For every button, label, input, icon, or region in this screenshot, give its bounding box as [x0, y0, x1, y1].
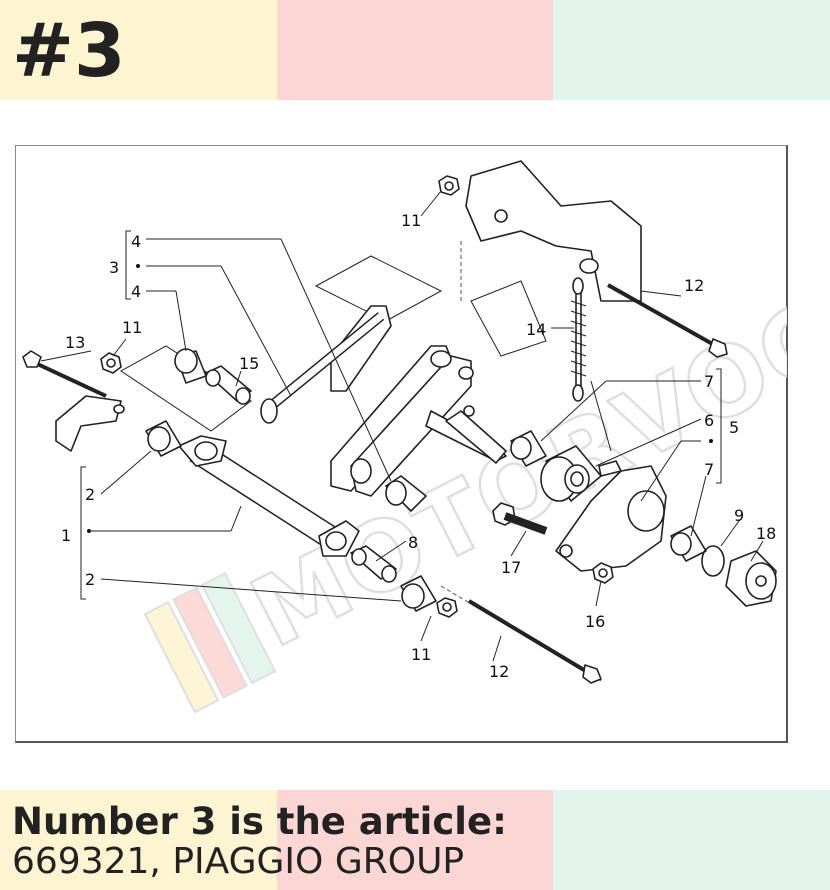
- callout-7-lower: 7: [704, 460, 714, 479]
- callout-18: 18: [756, 524, 776, 543]
- leader-lines: [40, 190, 764, 662]
- bearing-2-lower: [400, 575, 437, 612]
- exploded-parts-diagram: MOTORVOGIA: [15, 145, 788, 743]
- callout-17: 17: [501, 558, 521, 577]
- pin-8: [350, 545, 397, 583]
- header-color-band: [0, 0, 830, 100]
- bolt-13: [22, 350, 107, 398]
- callout-15: 15: [239, 354, 259, 373]
- callout-9: 9: [734, 506, 744, 525]
- band-segment-pink: [276, 0, 554, 100]
- nut-11-top: [438, 175, 460, 196]
- callout-16: 16: [585, 612, 605, 631]
- bracket-plate-left: [55, 395, 125, 452]
- caption-article-number: 669321, PIAGGIO GROUP: [12, 841, 465, 882]
- callout-12-lower: 12: [489, 662, 509, 681]
- main-arm-1: [178, 435, 360, 557]
- bearing-2-left: [145, 420, 182, 457]
- bolt-12-lower: [467, 599, 602, 684]
- bearing-4-left: [174, 348, 207, 384]
- spring-14: [570, 277, 587, 402]
- callout-2-lower: 2: [85, 570, 95, 589]
- bush-4-center: [385, 475, 427, 512]
- link-plates: [260, 305, 507, 497]
- band-segment-yellow-bottom: [0, 790, 277, 890]
- diagram-drawing: MOTORVOGIA: [22, 160, 787, 714]
- cap-18: [725, 550, 777, 607]
- pin-15: [205, 365, 252, 405]
- callout-1: 1: [61, 526, 71, 545]
- callout-11-lower: 11: [411, 645, 431, 664]
- callout-2-upper: 2: [85, 485, 95, 504]
- bolt-17: [492, 502, 548, 535]
- band-segment-pink-bottom: [276, 790, 554, 890]
- band-segment-mint: [553, 0, 830, 100]
- frame-bracket: [465, 160, 642, 302]
- bearing-6: [540, 445, 602, 502]
- caption-color-band: [0, 790, 830, 890]
- callout-6: 6: [704, 411, 714, 430]
- housing-bracket: [555, 460, 667, 572]
- callout-13: 13: [65, 333, 85, 352]
- circlip-9: [701, 545, 725, 577]
- callout-7-top: 7: [704, 372, 714, 391]
- bolt-12-top: [607, 283, 728, 358]
- item-number-heading: #3: [12, 8, 126, 94]
- band-segment-mint-bottom: [553, 790, 830, 890]
- callout-12-top: 12: [684, 276, 704, 295]
- nut-16: [592, 562, 614, 584]
- nut-11-lower: [436, 597, 458, 618]
- caption-title: Number 3 is the article:: [12, 800, 507, 843]
- callout-4-mid: 4: [131, 282, 141, 301]
- callout-4-top: 4: [131, 232, 141, 251]
- callout-3: 3: [109, 258, 119, 277]
- callout-8: 8: [408, 533, 418, 552]
- band-segment-yellow: [0, 0, 277, 100]
- callout-11-top: 11: [401, 211, 421, 230]
- callout-11-left: 11: [122, 318, 142, 337]
- nut-11-left: [100, 352, 122, 374]
- shaft-with-bush: [445, 410, 547, 467]
- callout-5: 5: [729, 418, 739, 437]
- bush-7-lower: [670, 525, 707, 562]
- callout-labels: 4 3 4 15 13 11 11 12 14 7 6 5 7 9 18 17 …: [61, 211, 776, 681]
- callout-14: 14: [526, 320, 546, 339]
